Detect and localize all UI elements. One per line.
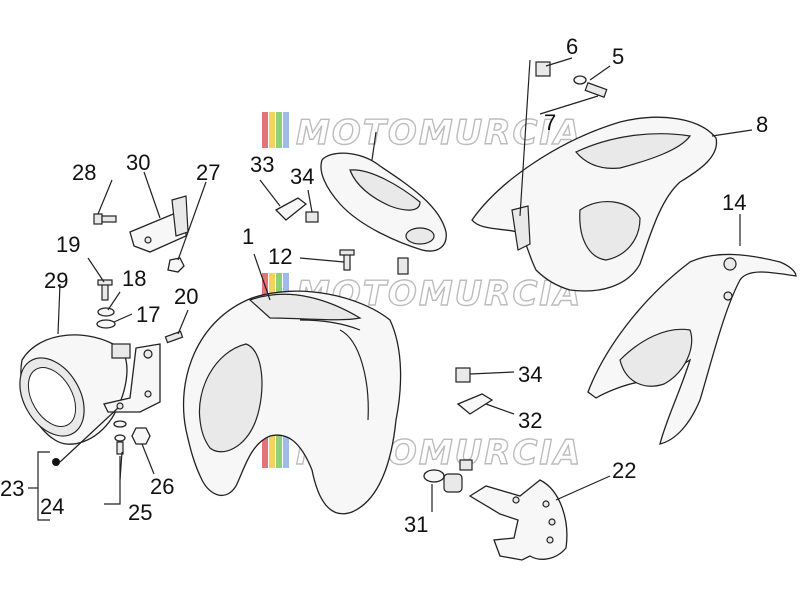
watermark-stripe [276,273,282,309]
screw-12 [339,249,355,271]
callout-label: 8 [756,112,768,137]
bracket-22 [468,479,568,561]
watermark-top: MOTOMURCIA [262,112,582,154]
callout-label: 33 [250,152,274,177]
group-marker-dot [52,458,60,466]
rear-frame-part [587,253,797,445]
bolt-5 [573,75,608,98]
screw-19 [97,279,113,301]
callout-label: 14 [722,190,746,215]
watermark-stripe [262,273,268,309]
watermark-stripe [276,432,282,468]
rear-mudguard-part [471,116,718,292]
clip-34-lower [455,367,471,383]
callout-label: 34 [518,362,542,387]
nut-6 [535,61,551,77]
callout-label: 30 [126,150,150,175]
callout-label: 5 [612,44,624,69]
nut-27 [167,257,185,273]
watermark-stripe [262,432,268,468]
callout-label: 26 [150,474,174,499]
callout-label: 32 [518,408,542,433]
connector-small [397,257,409,275]
callout-label: 29 [44,268,68,293]
clip-34-upper [305,211,319,223]
watermark-stripe [269,432,275,468]
headlamp-shell-part [19,334,131,445]
front-mudguard-part [182,290,402,515]
screw-28 [93,213,117,225]
cover-panel-15 [320,152,447,252]
watermark-text: MOTOMURCIA [296,113,582,153]
callout-label: 23 [0,476,24,501]
callout-label: 24 [40,494,64,519]
callout-label: 12 [268,244,292,269]
watermark-stripe [269,273,275,309]
callout-label: 22 [612,458,636,483]
watermark-stripe [269,112,275,148]
watermark-stripe [283,112,289,148]
callout-label: 6 [566,34,578,59]
watermark-stripe [283,432,289,468]
washer-17 [96,319,116,329]
callout-label: 25 [128,500,152,525]
screw-24-25 [113,420,127,455]
clip-32 [456,393,494,415]
callout-label: 7 [544,110,556,135]
callout-label: 17 [136,302,160,327]
callout-label: 28 [72,160,96,185]
clip-33 [274,197,308,221]
callout-label: 20 [174,284,198,309]
callout-label: 19 [56,232,80,257]
callout-label: 1 [242,224,254,249]
callout-labels: 1 5 6 7 8 12 14 17 18 19 20 22 23 24 25 … [0,34,768,537]
leader-lines [57,57,753,512]
callout-label: 31 [404,512,428,537]
screw-20 [164,330,184,344]
callout-label: 34 [290,164,314,189]
watermark-stripe [262,112,268,148]
callout-label: 18 [122,266,146,291]
watermark-stripe [276,112,282,148]
group-bracket-23 [28,407,121,521]
nut-26 [131,427,151,445]
headlamp-bracket-part [103,343,161,413]
support-bracket-30 [129,195,189,253]
callout-label: 27 [196,160,220,185]
washer-18 [97,307,115,317]
spacer-31 [423,459,473,493]
